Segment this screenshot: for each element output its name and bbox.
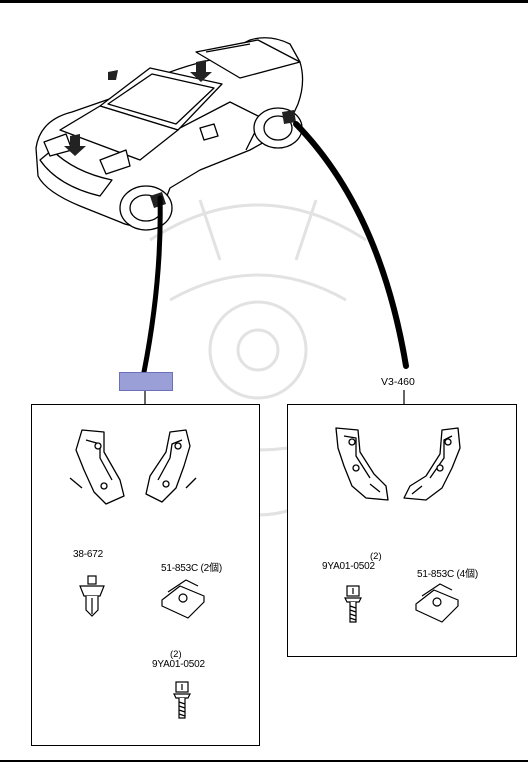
front-part-label-clip-nut: 51-853C (2個) (161, 563, 222, 574)
rear-part-label-clip-nut: 51-853C (4個) (417, 569, 478, 580)
front-kit-ref-box[interactable] (119, 372, 173, 391)
front-bolt-qty: (2) (170, 649, 182, 660)
rear-bolt-qty: (2) (370, 551, 382, 562)
front-part-label-clip: 38-672 (73, 549, 103, 560)
rear-kit-ref-label[interactable]: V3-460 (381, 376, 415, 388)
top-rule (0, 0, 528, 3)
rear-part-label-bolt: 9YA01-0502 (322, 561, 375, 572)
front-mudflap-kit-panel (31, 404, 260, 746)
front-part-label-bolt: 9YA01-0502 (152, 659, 205, 670)
bottom-rule (0, 760, 528, 762)
rear-mudflap-kit-panel (287, 404, 517, 657)
